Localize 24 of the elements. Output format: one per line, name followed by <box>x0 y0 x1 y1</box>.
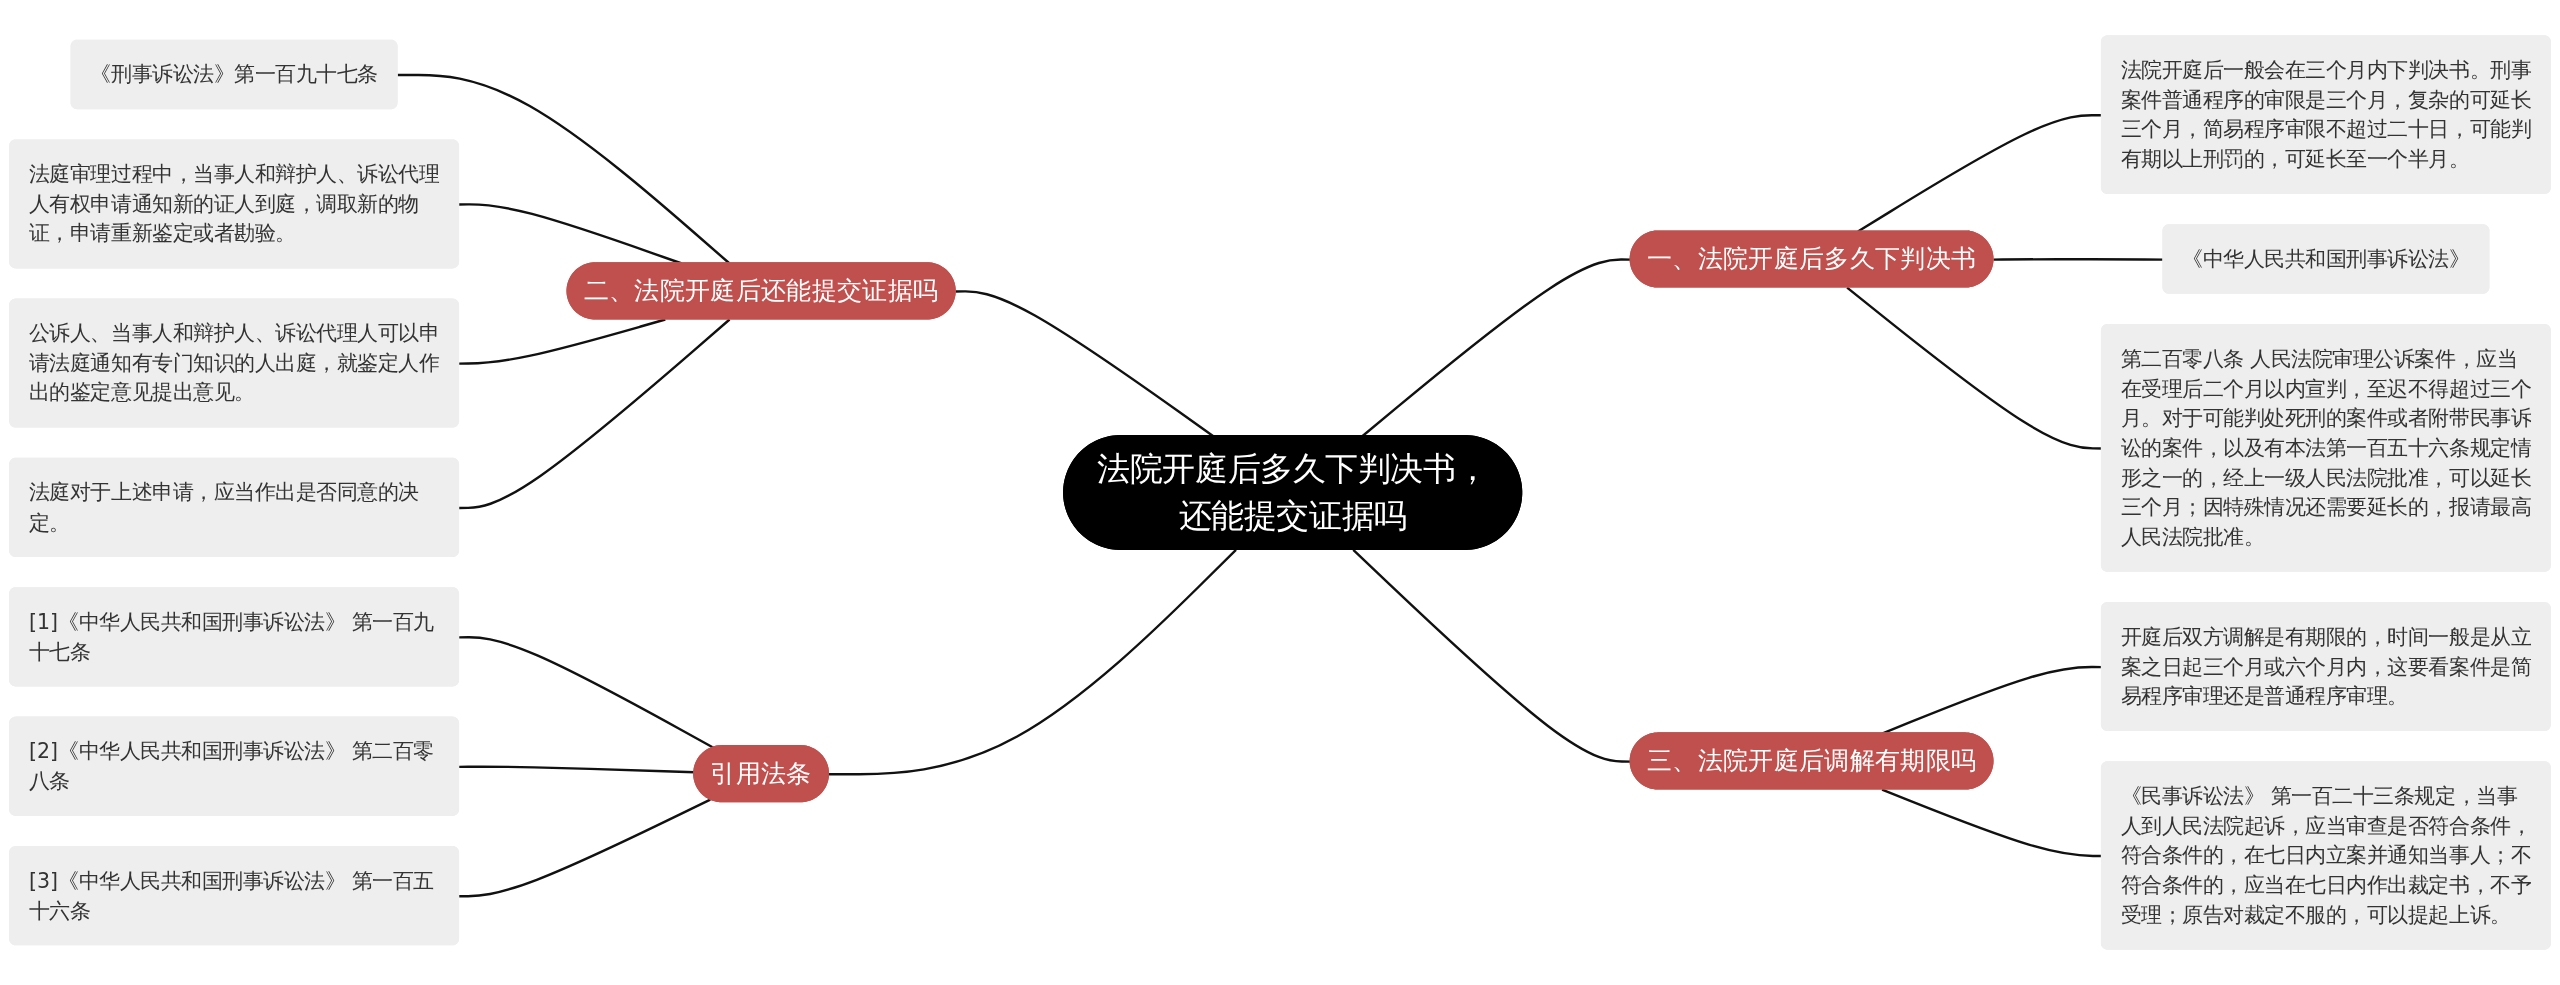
note-box: 法庭对于上述申请，应当作出是否同意的决定。 <box>9 457 460 557</box>
connector-line <box>829 549 1237 776</box>
note-box: [1]《中华人民共和国刑事诉讼法》 第一百九十七条 <box>9 587 460 687</box>
connector-line <box>459 318 731 510</box>
note-box: 《民事诉讼法》 第一百二十三条规定，当事人到人民法院起诉，应当审查是否符合条件，符合条件的，在七日内立案并通知当事人；不符合条件的，应当在七日内作出裁定书，不予受理；原告对裁定不服的，可以提起上诉。 <box>2100 761 2551 950</box>
note-box: 法庭审理过程中，当事人和辩护人、诉讼代理人有权申请通知新的证人到庭，调取新的物证，申请重新鉴定或者勘验。 <box>9 139 460 269</box>
connector-line <box>1352 549 1631 763</box>
note-box: 公诉人、当事人和辩护人、诉讼代理人可以申请法庭通知有专门知识的人出庭，就鉴定人作出的鉴定意见提出意见。 <box>9 298 460 428</box>
note-box: [3]《中华人民共和国刑事诉讼法》 第一百五十六条 <box>9 846 460 946</box>
connector-line <box>459 636 715 749</box>
note-box: 第二百零八条 人民法院审理公诉案件，应当在受理后二个月以内宣判，至迟不得超过三个月。对于可能判处死刑的案件或者附带民事诉讼的案件，以及有本法第一百五十六条规定情形之一的，经上一级人民法院批准，可以延长三个月；因特殊情况还需要延长的，报请最高人民法院批准。 <box>2100 323 2551 572</box>
central-topic-node: 法院开庭后多久下判决书，还能提交证据吗 <box>1063 435 1523 550</box>
topic-node: 二、法院开庭后还能提交证据吗 <box>566 262 956 320</box>
connector-line <box>459 798 711 898</box>
connector-line <box>1993 258 2164 261</box>
topic-node: 引用法条 <box>693 745 830 803</box>
connector-line <box>459 318 666 365</box>
note-box: 法院开庭后一般会在三个月内下判决书。刑事案件普通程序的审限是三个月，复杂的可延长三个月，简易程序审限不超过二十日，可能判有期以上刑罚的，可延长至一个半月。 <box>2100 35 2551 195</box>
topic-node: 三、法院开庭后调解有期限吗 <box>1629 732 1994 790</box>
note-box: [2]《中华人民共和国刑事诉讼法》 第二百零八条 <box>9 716 460 816</box>
topic-node: 一、法院开庭后多久下判决书 <box>1629 230 1994 288</box>
note-box: 《刑事诉讼法》第一百九十七条 <box>70 39 398 110</box>
note-box: 开庭后双方调解是有期限的，时间一般是从立案之日起三个月或六个月内，这要看案件是简易程序审理还是普通程序审理。 <box>2100 602 2551 732</box>
note-box: 《中华人民共和国刑事诉讼法》 <box>2162 224 2490 294</box>
